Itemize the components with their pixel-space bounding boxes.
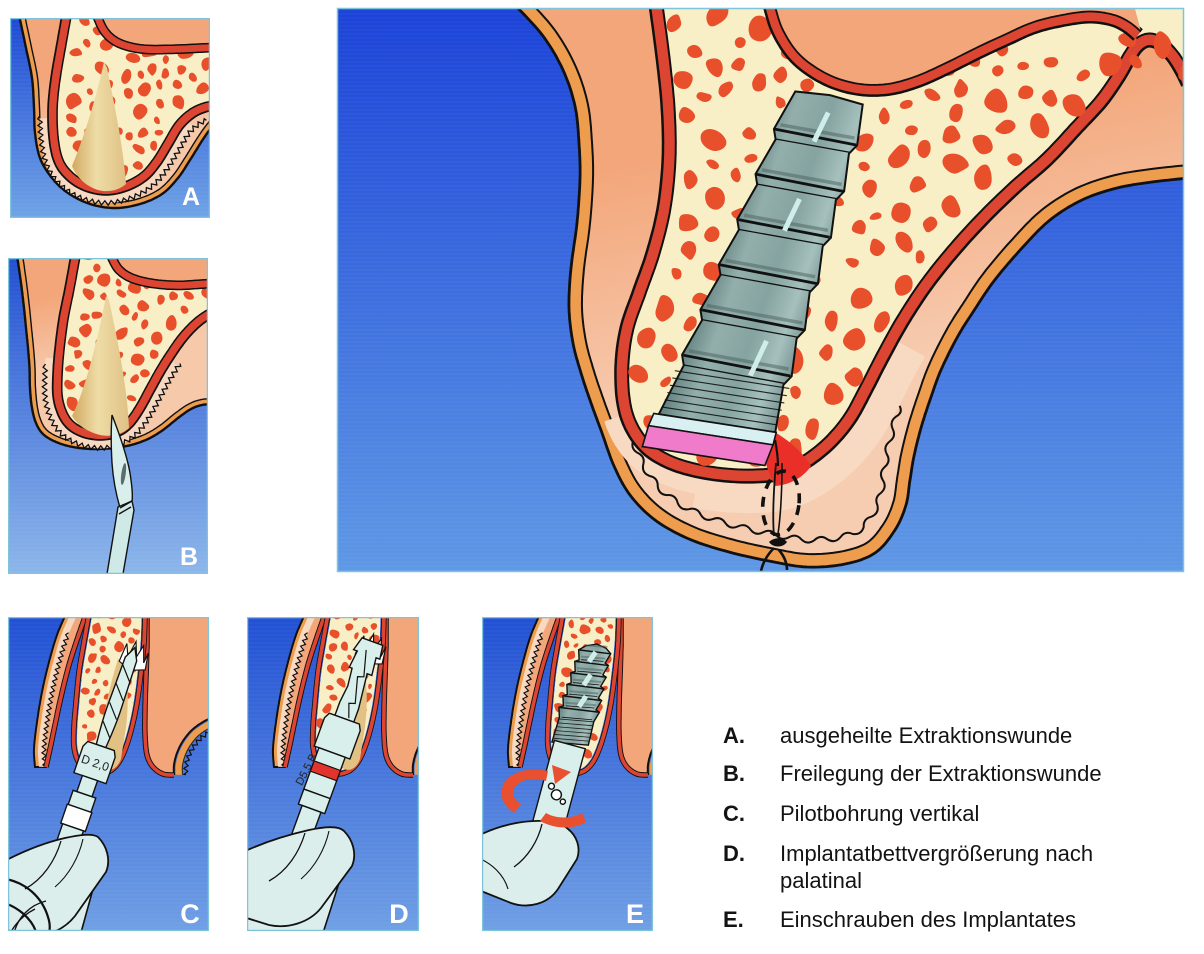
- svg-text:C: C: [180, 899, 200, 929]
- svg-text:A: A: [182, 183, 200, 211]
- svg-text:B: B: [180, 543, 198, 571]
- svg-text:E: E: [626, 899, 644, 929]
- svg-text:D: D: [389, 899, 409, 929]
